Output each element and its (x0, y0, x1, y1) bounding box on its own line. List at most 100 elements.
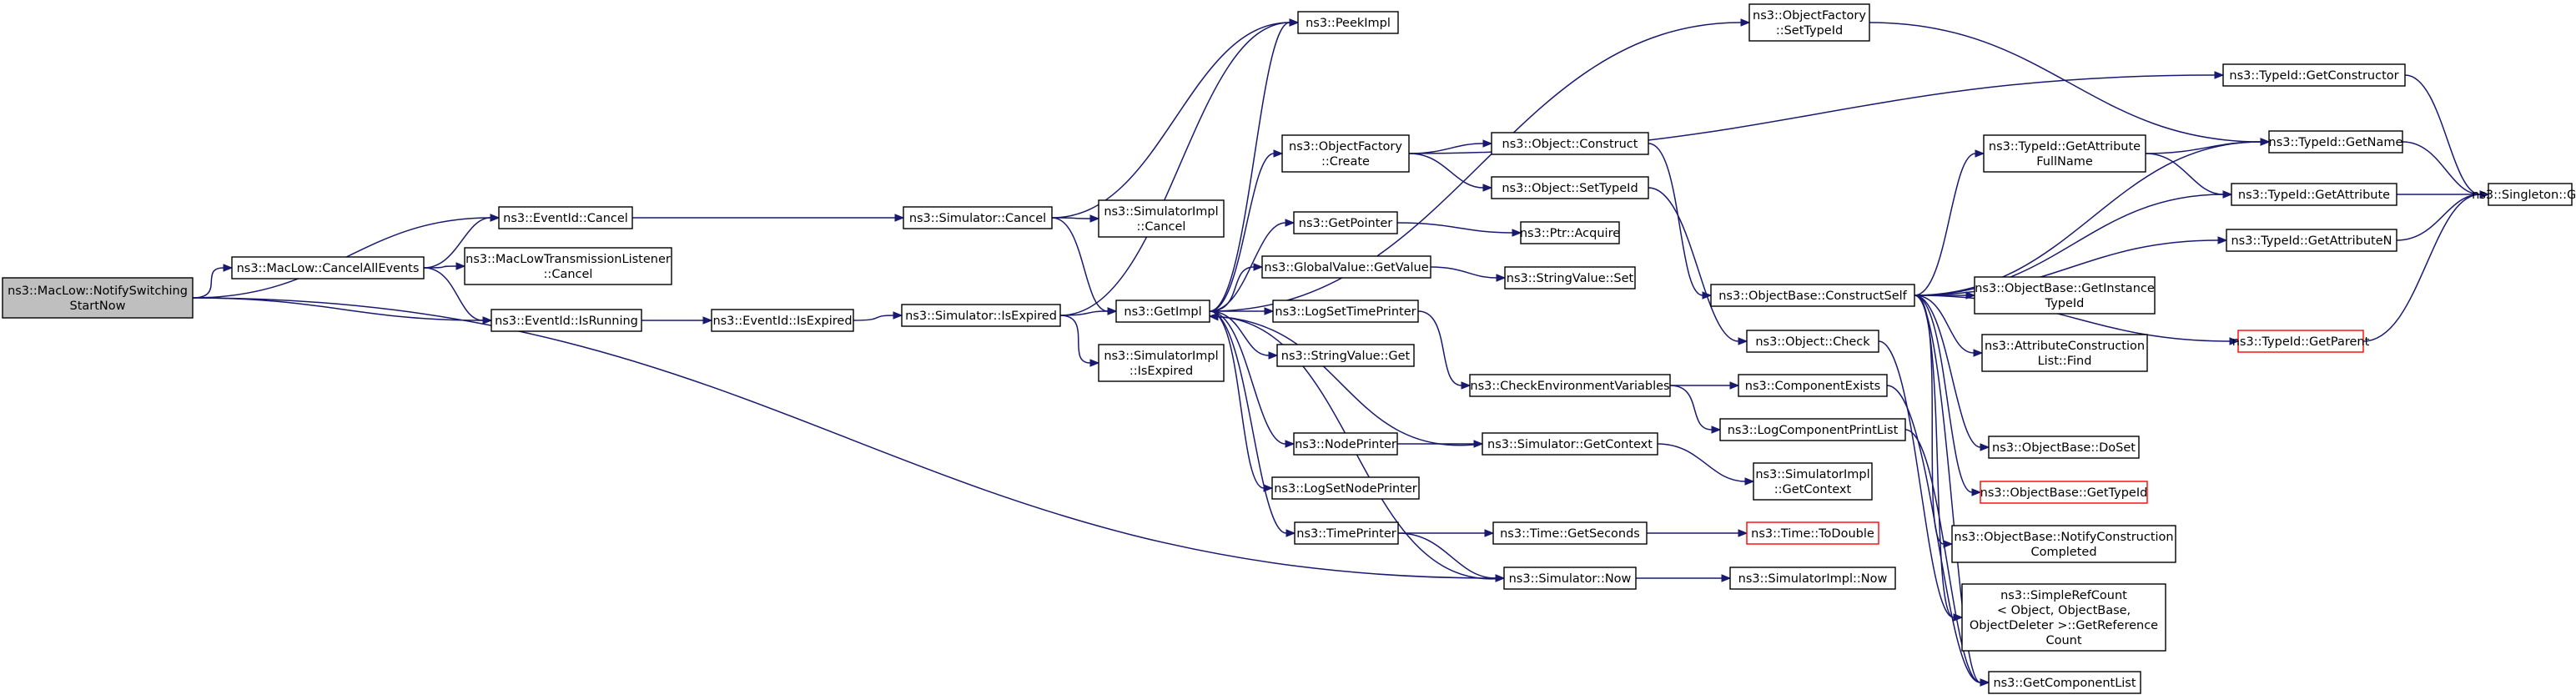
node-ns3-simulatorimpl-isexpired[interactable]: ns3::SimulatorImpl::IsExpired (1098, 344, 1225, 382)
edge-n9-n19 (1396, 222, 1522, 237)
node-ns3-object-settypeid[interactable]: ns3::Object::SetTypeId (1491, 176, 1649, 199)
node-ns3-simulator-now[interactable]: ns3::Simulator::Now (1503, 567, 1637, 590)
node-ns3-time-getseconds[interactable]: ns3::Time::GetSeconds (1492, 521, 1648, 545)
node-ns3-objectbase-doset[interactable]: ns3::ObjectBase::DoSet (1988, 436, 2140, 459)
node-ns3-getcomponentlist[interactable]: ns3::GetComponentList (1988, 671, 2141, 694)
edge-arrowhead (1738, 529, 1748, 537)
node-ns3-simulatorimpl-getcontext[interactable]: ns3::SimulatorImpl::GetContext (1753, 462, 1873, 501)
call-graph-edges (192, 18, 2490, 687)
edge-arrowhead (1980, 678, 1990, 687)
node-ns3-typeid-getattributen[interactable]: ns3::TypeId::GetAttributeN (2226, 229, 2397, 252)
node-ns3-getpointer[interactable]: ns3::GetPointer (1293, 211, 1398, 234)
node-ns3-time-todouble[interactable]: ns3::Time::ToDouble (1746, 521, 1879, 545)
node-box (1098, 344, 1225, 382)
node-label: ns3::Object::Construct (1502, 138, 1638, 151)
node-box (1738, 374, 1888, 397)
node-ns3-logsettimeprinter[interactable]: ns3::LogSetTimePrinter (1272, 300, 1419, 323)
edge-arrowhead (1107, 307, 1118, 315)
edge-line (1396, 222, 1513, 234)
node-ns3-objectfactory-create[interactable]: ns3::ObjectFactory::Create (1281, 134, 1410, 173)
node-ns3-objectbase-notifyconstructioncompleted[interactable]: ns3::ObjectBase::NotifyConstructionCompl… (1951, 525, 2176, 563)
node-label: ns3::Time::GetSeconds (1500, 527, 1640, 541)
node-label: ns3::TimePrinter (1296, 527, 1396, 541)
node-box (1951, 525, 2176, 563)
edge-n3-n47 (641, 316, 713, 325)
node-label: ns3::SimulatorImpl (1104, 205, 1218, 219)
node-ns3-componentexists[interactable]: ns3::ComponentExists (1738, 374, 1888, 397)
node-ns3-logcomponentprintlist[interactable]: ns3::LogComponentPrintList (1719, 418, 1906, 441)
edge-n26-n36 (1914, 295, 1990, 451)
node-ns3-stringvalue-get[interactable]: ns3::StringValue::Get (1276, 344, 1415, 367)
edge-n22-n6 (1208, 312, 1483, 446)
edge-arrowhead (1273, 149, 1284, 158)
node-ns3-eventid-isrunning[interactable]: ns3::EventId::IsRunning (491, 309, 642, 332)
node-ns3-objectbase-constructself[interactable]: ns3::ObjectBase::ConstructSelf (1710, 284, 1915, 307)
node-box (2488, 183, 2573, 206)
edge-arrowhead (1253, 263, 1264, 271)
edge-n8-n18 (1408, 153, 1493, 192)
edge-arrowhead (1744, 477, 1755, 486)
node-ns3-typeid-getattribute[interactable]: ns3::TypeId::GetAttribute (2231, 183, 2397, 206)
node-box (1710, 284, 1915, 307)
node-ns3-eventid-cancel[interactable]: ns3::EventId::Cancel (498, 206, 633, 229)
node-label: ns3::MacLowTransmissionListener (465, 253, 671, 266)
node-ns3-maclowtransmissionlistener-cancel[interactable]: ns3::MacLowTransmissionListener::Cancel (464, 247, 672, 285)
node-ns3-maclow-cancelallevents[interactable]: ns3::MacLow::CancelAllEvents (231, 256, 425, 279)
node-box (1491, 132, 1649, 155)
edge-arrowhead (2479, 190, 2490, 199)
edge-n0-n3 (192, 297, 493, 325)
edge-arrowhead (893, 311, 903, 320)
node-ns3-ptr-acquire[interactable]: ns3::Ptr::Acquire (1520, 221, 1620, 244)
node-label: ns3::TypeId::GetAttribute (1989, 140, 2141, 154)
node-box (1294, 521, 1399, 545)
edge-arrowhead (1953, 613, 1964, 622)
edge-n33-n42 (2145, 153, 2233, 199)
edge-n4-n7 (1051, 214, 1100, 223)
node-ns3-simulatorimpl-cancel[interactable]: ns3::SimulatorImpl::Cancel (1098, 199, 1225, 238)
node-ns3-getimpl[interactable]: ns3::GetImpl (1115, 300, 1210, 323)
node-ns3-simulator-getcontext[interactable]: ns3::Simulator::GetContext (1482, 432, 1658, 456)
node-ns3-object-construct[interactable]: ns3::Object::Construct (1491, 132, 1649, 155)
node-ns3-simplerefcount-object-objectbase-objectdeleter-getreferencecount[interactable]: ns3::SimpleRefCount< Object, ObjectBase,… (1961, 583, 2166, 652)
node-label: ns3::GlobalValue::GetValue (1264, 261, 1428, 274)
node-ns3-simulatorimpl-now[interactable]: ns3::SimulatorImpl::Now (1729, 567, 1896, 590)
node-ns3-objectfactory-settypeid[interactable]: ns3::ObjectFactory::SetTypeId (1748, 3, 1870, 42)
node-ns3-object-check[interactable]: ns3::Object::Check (1746, 330, 1879, 353)
node-ns3-stringvalue-set[interactable]: ns3::StringValue::Set (1504, 266, 1636, 290)
edge-line (2145, 141, 2262, 154)
edge-n26-n33 (1914, 149, 1985, 296)
edge-arrowhead (1264, 307, 1275, 315)
node-box (231, 256, 425, 279)
node-box (1983, 134, 2146, 173)
node-ns3-typeid-getconstructor[interactable]: ns3::TypeId::GetConstructor (2222, 63, 2406, 87)
edge-line (2396, 194, 2481, 241)
node-ns3-eventid-isexpired[interactable]: ns3::EventId::IsExpired (711, 309, 854, 332)
node-ns3-objectbase-gettypeid[interactable]: ns3::ObjectBase::GetTypeId (1980, 481, 2148, 504)
node-ns3-singleton-get[interactable]: ns3::Singleton::Get (2472, 183, 2576, 206)
node-box (2222, 63, 2406, 87)
node-ns3-simulator-isexpired[interactable]: ns3::Simulator::IsExpired (901, 304, 1061, 327)
node-ns3-logsetnodeprinter[interactable]: ns3::LogSetNodePrinter (1271, 476, 1420, 500)
edge-arrowhead (1484, 529, 1495, 537)
node-ns3-peekimpl[interactable]: ns3::PeekImpl (1297, 11, 1399, 34)
node-box (1281, 134, 1410, 173)
node-ns3-typeid-getname[interactable]: ns3::TypeId::GetName (2268, 130, 2403, 154)
edge-arrowhead (1208, 312, 1219, 321)
edge-arrowhead (482, 316, 493, 325)
node-ns3-nodeprinter[interactable]: ns3::NodePrinter (1293, 432, 1398, 456)
edge-line (1914, 295, 2231, 342)
node-ns3-typeid-getparent[interactable]: ns3::TypeId::GetParent (2232, 330, 2370, 353)
node-label: List::Find (2038, 355, 2092, 368)
node-ns3-checkenvironmentvariables[interactable]: ns3::CheckEnvironmentVariables (1469, 374, 1671, 397)
edge-line (1051, 22, 1291, 219)
edge-n48-n49 (1059, 315, 1100, 367)
node-ns3-globalvalue-getvalue[interactable]: ns3::GlobalValue::GetValue (1261, 255, 1431, 279)
edge-line (1209, 153, 1275, 312)
node-ns3-timeprinter[interactable]: ns3::TimePrinter (1294, 521, 1399, 545)
node-box (491, 309, 642, 332)
node-ns3-simulator-cancel[interactable]: ns3::Simulator::Cancel (903, 206, 1053, 229)
